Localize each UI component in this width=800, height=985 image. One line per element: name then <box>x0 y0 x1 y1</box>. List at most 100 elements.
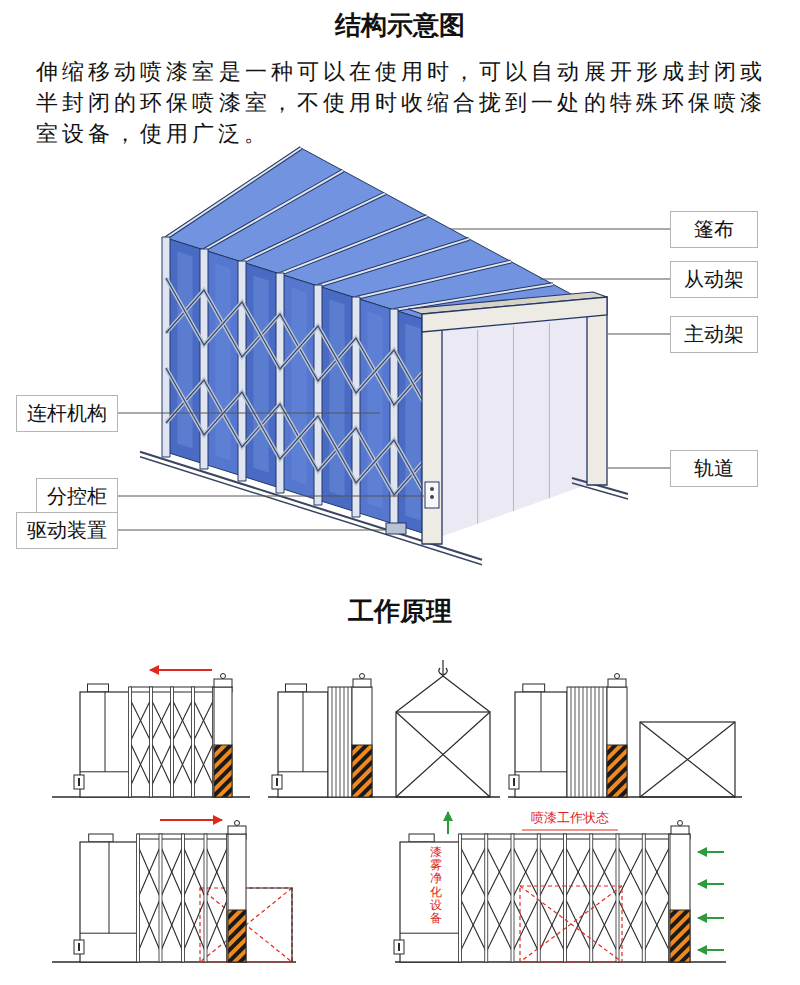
booth-interior <box>432 307 595 540</box>
linkage-bar <box>138 898 161 952</box>
tarp-fold <box>329 300 344 497</box>
leader-line <box>118 413 380 414</box>
warning-stripes <box>214 745 232 797</box>
linkage-bar <box>486 898 512 952</box>
purifier-cabinet <box>80 842 138 962</box>
cabinet-door-line <box>105 692 106 772</box>
linkage-bar <box>513 898 539 952</box>
linkage-bar <box>460 898 486 952</box>
direction-arrow <box>698 949 724 951</box>
leader-line <box>450 229 670 230</box>
folded-frame-line <box>344 687 345 797</box>
crate-cross <box>396 712 490 797</box>
working-principle-illustrations <box>52 660 742 962</box>
linkage-bar <box>130 742 151 787</box>
top-lamp <box>353 679 371 687</box>
folded-frame-line <box>603 687 604 797</box>
frame-beam-face <box>356 262 511 298</box>
leader-line <box>608 468 670 469</box>
linkage-bar <box>193 699 214 742</box>
frame-beam-face <box>318 239 469 286</box>
crane-hook-curve <box>439 668 447 675</box>
callout-box: 连杆机构 <box>16 395 118 432</box>
crate-outline <box>246 888 292 962</box>
direction-arrow <box>698 917 724 919</box>
linkage-bar-edge <box>166 278 432 417</box>
workpiece-crate <box>520 886 622 962</box>
page-title: 结构示意图 <box>0 8 800 43</box>
frame-post <box>616 834 619 962</box>
frame-post <box>485 834 488 962</box>
linkage-bar <box>644 846 670 898</box>
frame-post <box>182 834 185 962</box>
lamp-dot <box>678 821 683 826</box>
folded-frame-line <box>348 687 349 797</box>
extinguisher-sign <box>74 775 84 789</box>
top-lamp <box>228 826 246 834</box>
workpiece-crate <box>640 722 735 797</box>
tarp-fold <box>291 288 306 485</box>
interior-panel-line <box>549 323 550 498</box>
linkage-bar <box>172 699 193 742</box>
folded-frame-line <box>595 687 596 797</box>
side-tarp <box>356 298 394 524</box>
linkage-bar <box>539 898 565 952</box>
callout-label: 篷布 <box>694 216 734 243</box>
linkage-bar <box>138 846 161 898</box>
interior-panel-line <box>513 327 514 512</box>
callout-label: 分控柜 <box>47 483 107 510</box>
collapsed-booth <box>567 687 607 797</box>
main-frame-post <box>214 687 232 797</box>
warning-stripes <box>228 910 246 962</box>
folded-frame-line <box>575 687 576 797</box>
leader-line <box>540 279 670 280</box>
linkage-bar <box>591 898 617 952</box>
linkage-bar <box>151 699 172 742</box>
crane-hook <box>396 660 490 712</box>
direction-arrow <box>698 883 724 885</box>
callout-box: 篷布 <box>670 211 758 248</box>
linkage-bar <box>172 742 193 787</box>
linkage-bar <box>486 898 512 952</box>
linkage-bar <box>206 846 229 898</box>
folded-frame-line <box>579 687 580 797</box>
linkage-bar <box>193 699 214 742</box>
extinguisher-glyph <box>78 778 80 786</box>
top-lamp <box>671 826 689 834</box>
main-frame-post <box>352 687 372 797</box>
linkage-bar <box>183 898 206 952</box>
main-frame-post <box>228 834 246 962</box>
direction-arrow <box>160 819 222 821</box>
linkage-bar <box>161 846 184 898</box>
leader-line <box>118 530 385 531</box>
extinguisher-glyph <box>513 778 515 786</box>
crate-cross <box>520 886 622 962</box>
warning-stripes <box>670 910 690 962</box>
purifier-cabinet <box>80 692 130 797</box>
linkage-bar <box>151 742 172 787</box>
vertical-device-label: 漆雾净化设备 <box>430 846 442 925</box>
linkage-bar <box>486 846 512 898</box>
linkage-bar <box>161 898 184 952</box>
folded-frame-line <box>587 687 588 797</box>
callout-box: 主动架 <box>670 316 758 353</box>
tarp-fold <box>405 324 420 521</box>
linkage-bar <box>172 699 193 742</box>
lamp-dot <box>615 674 620 679</box>
extinguisher-glyph <box>276 778 278 786</box>
purifier-cabinet <box>400 842 460 962</box>
main-frame-beam <box>422 297 607 332</box>
folded-frame-line <box>332 687 333 797</box>
leader-line <box>118 496 424 497</box>
linkage-bar <box>565 846 591 898</box>
linkage-bar <box>591 898 617 952</box>
frame-post <box>129 687 132 797</box>
linkage-bar <box>539 898 565 952</box>
linkage-bar <box>193 742 214 787</box>
linkage-bar <box>486 846 512 898</box>
linkage-bar <box>206 898 229 952</box>
frame-post <box>150 687 153 797</box>
cabinet-division <box>400 933 460 934</box>
frame-beam <box>204 171 343 250</box>
